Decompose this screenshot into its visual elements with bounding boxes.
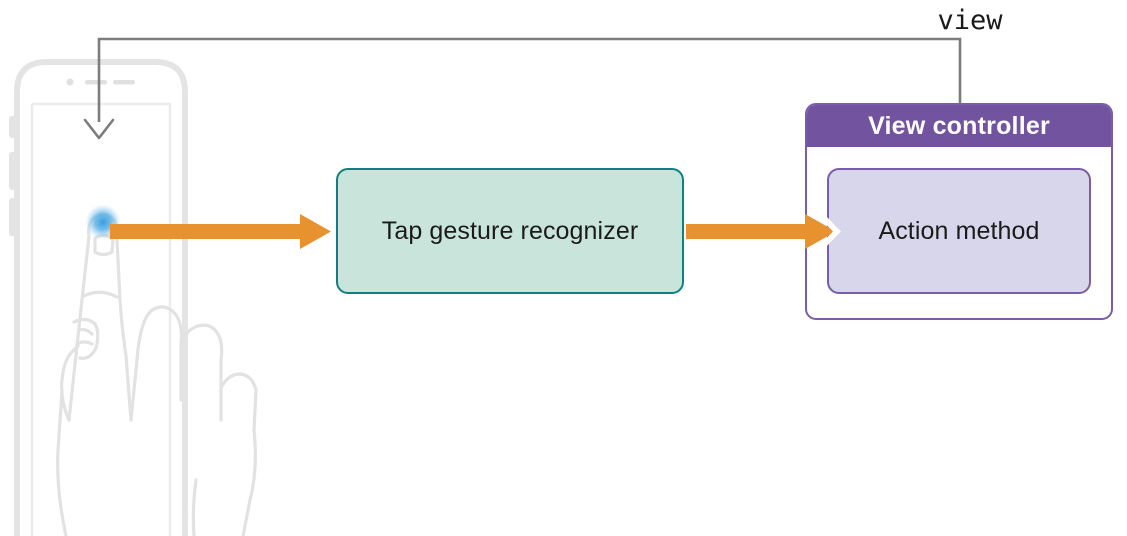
tap-gesture-recognizer-label: Tap gesture recognizer xyxy=(381,216,639,245)
view-controller-title: View controller xyxy=(868,111,1050,140)
arrow-finger-to-recognizer xyxy=(110,214,331,249)
phone-body-outline xyxy=(14,59,188,536)
view-controller-header: View controller xyxy=(807,105,1111,147)
tap-gesture-recognizer-node[interactable]: Tap gesture recognizer xyxy=(336,168,684,294)
hand-illustration xyxy=(56,212,258,536)
view-edge-label: view xyxy=(937,5,1003,36)
phone-camera-dot xyxy=(66,78,74,86)
arrow-recognizer-to-action-method xyxy=(686,210,841,253)
phone-speaker-grill-2 xyxy=(113,80,135,85)
phone-speaker-grill xyxy=(85,80,107,85)
phone-screen-outline xyxy=(32,102,172,536)
action-method-label: Action method xyxy=(878,216,1040,245)
action-method-node[interactable]: Action method xyxy=(827,168,1091,294)
